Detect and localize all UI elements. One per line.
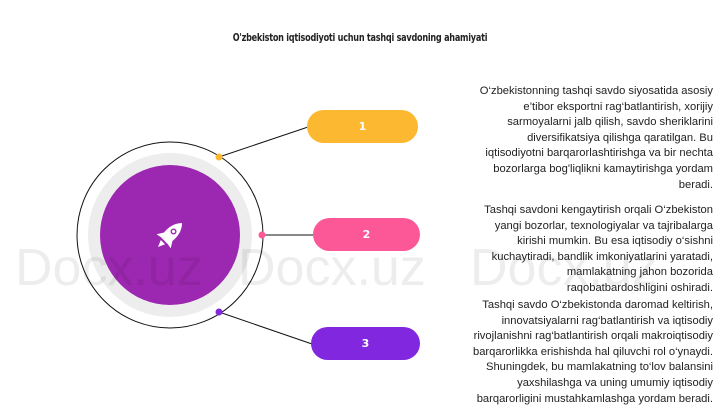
dot-1	[215, 153, 223, 161]
rocket-icon	[156, 222, 183, 249]
step-2-badge: 2	[313, 218, 420, 251]
step-2-text: Tashqi savdoni kengaytirish orqali O‘zbe…	[484, 204, 713, 294]
dot-2	[258, 231, 266, 239]
watermark: Docx.uz	[470, 239, 658, 297]
step-1-badge: 1	[307, 110, 418, 143]
step-1-text: O‘zbekistonning tashqi savdo siyosatida …	[479, 85, 713, 191]
dot-3	[215, 308, 223, 316]
step-3-badge: 3	[311, 327, 420, 360]
step-3-text: Tashqi savdo O‘zbekistonda daromad kelti…	[472, 299, 713, 405]
connector-1	[218, 126, 309, 158]
page-title: O'zbekiston iqtisodiyoti uchun tashqi sa…	[232, 31, 488, 44]
watermark: Docx.uz	[15, 239, 203, 297]
connector-3	[218, 311, 313, 345]
